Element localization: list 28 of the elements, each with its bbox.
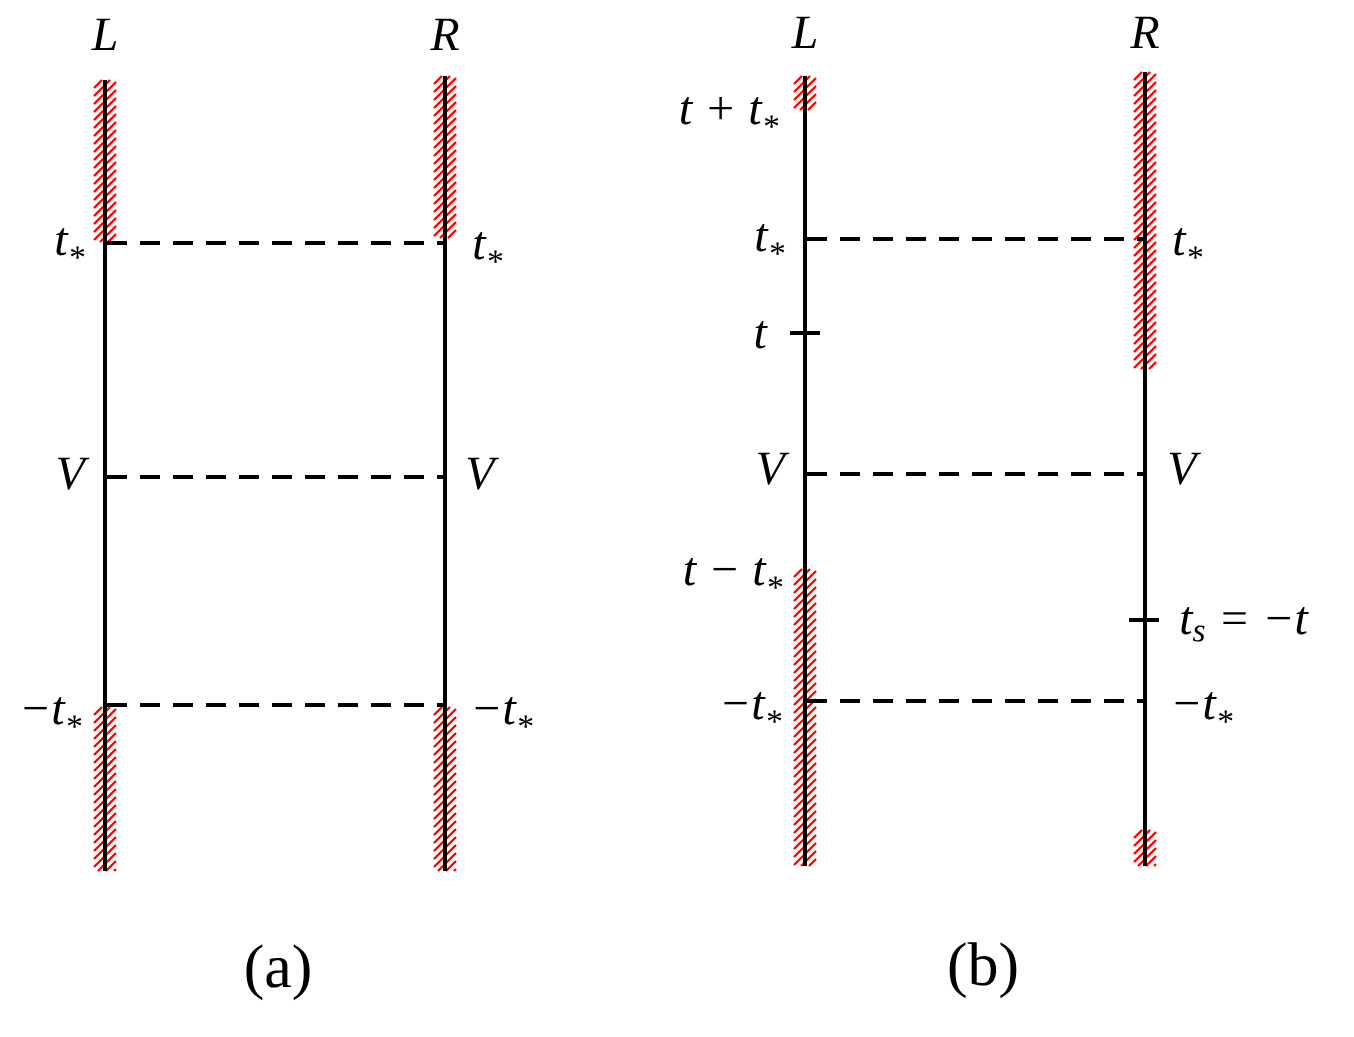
time-label: V bbox=[1169, 452, 1202, 485]
time-label: V bbox=[467, 457, 499, 490]
time-label: −t$_{*}$ bbox=[475, 697, 533, 728]
time-label: t$_{*}$ bbox=[1174, 228, 1203, 259]
time-label: t$_{*}$ bbox=[474, 232, 503, 263]
time-label: t + t$_{*}$ bbox=[680, 97, 779, 128]
dashed-line bbox=[807, 237, 1143, 241]
time-label: −t$_{*}$ bbox=[24, 697, 82, 728]
time-label: t − t$_{*}$ bbox=[684, 558, 783, 589]
time-label: t$_{*}$ bbox=[756, 224, 785, 255]
timeline-label: L bbox=[791, 16, 817, 48]
timeline-label: L bbox=[91, 18, 117, 50]
time-label: −t$_{*}$ bbox=[1175, 692, 1233, 723]
timeline-label: R bbox=[1130, 16, 1159, 48]
dashed-line bbox=[107, 703, 443, 707]
dashed-line bbox=[107, 475, 443, 479]
time-label: V bbox=[758, 452, 790, 485]
dashed-line bbox=[807, 472, 1143, 476]
time-label: t bbox=[755, 321, 768, 349]
panel-label: (a) bbox=[246, 944, 310, 1001]
time-label: t$_{s}$ = −t bbox=[1181, 607, 1309, 642]
time-label: t$_{*}$ bbox=[56, 228, 85, 259]
panel-label: (b) bbox=[949, 942, 1017, 999]
dashed-line bbox=[107, 241, 443, 245]
timeline-label: R bbox=[430, 18, 459, 50]
dashed-line bbox=[807, 699, 1143, 703]
time-label: −t$_{*}$ bbox=[724, 692, 782, 723]
time-label: V bbox=[58, 457, 90, 490]
